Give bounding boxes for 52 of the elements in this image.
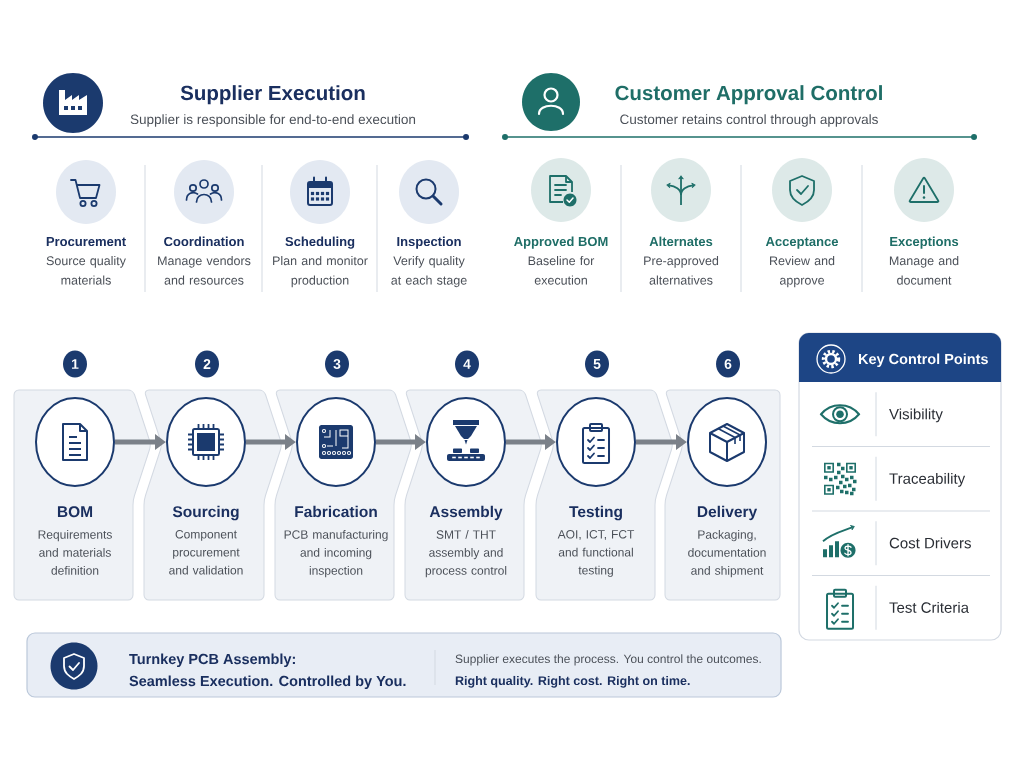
item-title: Inspection bbox=[397, 236, 461, 249]
item-title: Alternates bbox=[649, 236, 713, 247]
banner-subheading: Seamless Execution. Controlled by You. bbox=[129, 675, 406, 689]
section-heading: Customer Approval Control bbox=[615, 85, 882, 105]
item-description: Verify quality at each stage bbox=[391, 256, 467, 288]
item-description: Pre-approved alternatives bbox=[644, 256, 719, 285]
banner bbox=[26, 632, 782, 698]
step-description: SMT / THT assembly and process control bbox=[425, 530, 507, 578]
step-number: 6 bbox=[716, 350, 740, 378]
item-title: Exceptions bbox=[890, 236, 959, 249]
row-label: Cost Drivers bbox=[889, 537, 971, 549]
item-title: Scheduling bbox=[285, 236, 355, 249]
item-description: Baseline for execution bbox=[528, 256, 595, 285]
banner-text: Supplier executes the process. You control the outcomes. bbox=[455, 654, 761, 666]
icon-circle bbox=[687, 397, 767, 487]
section-heading: Supplier Execution bbox=[180, 85, 365, 105]
item-description: Manage vendors and resources bbox=[158, 256, 251, 285]
banner-heading: Turnkey PCB Assembly: bbox=[129, 653, 295, 667]
item-description: Source quality materials bbox=[46, 256, 126, 285]
item-title: Acceptance bbox=[765, 237, 839, 249]
row-label: Visibility bbox=[889, 408, 943, 423]
step-description: AOI, ICT, FCT and functional testing bbox=[557, 530, 635, 577]
step-number: 3 bbox=[325, 350, 349, 378]
row-label: Test Criteria bbox=[889, 601, 969, 613]
panel-header: Key Control Points bbox=[799, 333, 1001, 382]
step-number: 2 bbox=[195, 350, 219, 378]
step-title: Fabrication bbox=[295, 505, 377, 518]
section-subtitle: Customer retains control through approvals bbox=[620, 114, 878, 127]
item-description: Manage and document bbox=[889, 256, 959, 285]
icon-circle bbox=[166, 397, 246, 487]
banner-tagline: Right quality. Right cost. Right on time. bbox=[455, 675, 690, 688]
step-title: Delivery bbox=[697, 505, 758, 521]
step-description: Component procurement and validation bbox=[169, 530, 243, 575]
icon-circle bbox=[35, 397, 115, 487]
item-description: Plan and monitor production bbox=[273, 256, 368, 288]
step-number: 4 bbox=[455, 350, 479, 378]
step-title: Testing bbox=[569, 505, 622, 521]
step-title: BOM bbox=[57, 506, 93, 518]
step-number: 5 bbox=[585, 350, 609, 378]
step-title: Sourcing bbox=[172, 505, 239, 521]
step-description: Packaging, documentation and shipment bbox=[688, 530, 766, 578]
section-subtitle: Supplier is responsible for end-to-end execution bbox=[130, 114, 416, 127]
step-description: PCB manufacturing and incoming inspection bbox=[284, 530, 388, 578]
row-label: Traceability bbox=[889, 472, 966, 487]
icon-circle bbox=[556, 397, 636, 487]
item-title: Procurement bbox=[46, 237, 126, 247]
step-description: Requirements and materials definition bbox=[38, 530, 112, 575]
item-description: Review and approve bbox=[770, 256, 835, 288]
item-title: Coordination bbox=[164, 236, 244, 247]
step-title: Assembly bbox=[429, 505, 503, 521]
item-title: Approved BOM bbox=[514, 236, 608, 249]
step-number: 1 bbox=[63, 350, 87, 378]
